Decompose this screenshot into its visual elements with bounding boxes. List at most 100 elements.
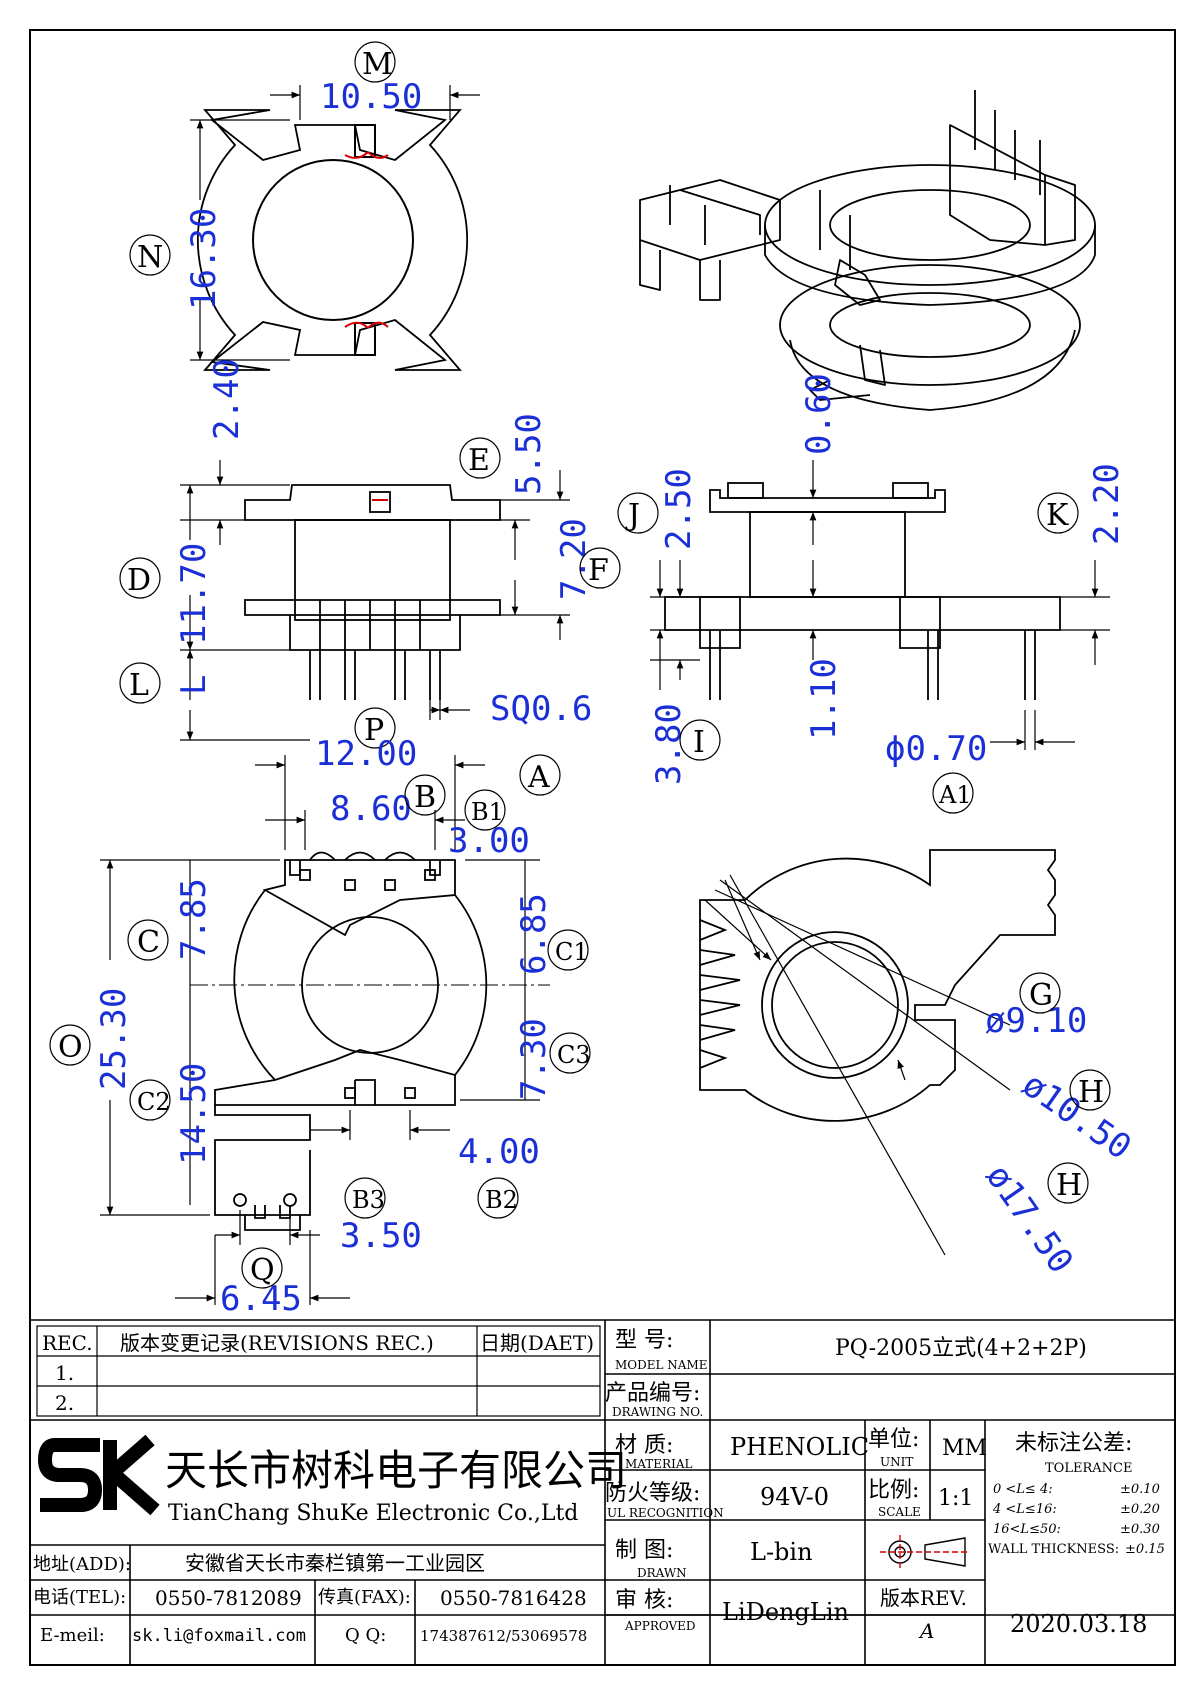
label-p-bubble — [354, 707, 396, 749]
ul-label-en: UL RECOGNITION — [607, 1506, 724, 1520]
label-b-bubble — [404, 774, 446, 816]
rev-row-1: 1. — [55, 1361, 74, 1385]
label-h-bubble — [1069, 1069, 1111, 1111]
label-o: O — [58, 1030, 83, 1065]
dim-flange-top: 5.50 — [509, 413, 549, 495]
wall-thickness-label: WALL THICKNESS: — [988, 1542, 1119, 1557]
fax-label: 传真(FAX): — [318, 1587, 411, 1608]
top-view-dimlines — [190, 85, 480, 361]
label-p: P — [364, 713, 384, 748]
unit-label-cn: 单位: — [868, 1427, 919, 1452]
round-view — [699, 849, 1056, 1122]
qq-value: 174387612/53069578 — [420, 1627, 587, 1645]
tol-value-3: ±0.30 — [1120, 1522, 1160, 1537]
label-h: H — [1078, 1075, 1104, 1110]
label-o-bubble — [49, 1024, 91, 1066]
isometric-view — [639, 90, 1096, 411]
tol-range-2: 4 <L≤16: — [992, 1502, 1057, 1517]
dim-b1: 3.00 — [448, 821, 530, 861]
label-c3: C3 — [557, 1041, 591, 1069]
label-a-bubble — [519, 754, 561, 796]
side-view-dimlines — [650, 460, 1110, 750]
dim-a-width: 12.00 — [315, 734, 417, 774]
label-l: L — [129, 668, 149, 703]
dim-q-inner: 3.50 — [340, 1216, 422, 1256]
label-a1: A1 — [938, 781, 972, 809]
label-b3: B3 — [352, 1186, 385, 1214]
label-m-bubble — [354, 41, 396, 83]
label-n: N — [137, 240, 163, 275]
label-b: B — [414, 780, 436, 815]
projection-symbol — [880, 1535, 970, 1570]
rev-header: REC. — [42, 1331, 93, 1355]
dim-c3: 7.30 — [514, 1018, 554, 1100]
label-c2: C2 — [137, 1088, 171, 1116]
sheet-border — [29, 29, 1176, 1666]
label-b1-bubble — [464, 789, 506, 831]
tol-range-1: 0 <L≤ 4: — [993, 1482, 1053, 1497]
title-block-lines — [30, 1319, 1175, 1665]
dim-b2: 4.00 — [458, 1132, 540, 1172]
ul-label-cn: 防火等级: — [605, 1481, 700, 1506]
dim-j: 2.50 — [659, 468, 699, 550]
dim-c1: 6.85 — [514, 893, 554, 975]
rev-desc-header: 版本变更记录(REVISIONS REC.) — [120, 1331, 434, 1355]
company-name-en: TianChang ShuKe Electronic Co.,Ltd — [168, 1501, 578, 1526]
label-f-bubble — [579, 547, 621, 589]
material-label-en: MATERIAL — [625, 1457, 693, 1471]
label-a1-bubble — [932, 772, 974, 814]
dim-c2: 14.50 — [174, 1063, 214, 1165]
dim-slot: 1.10 — [804, 658, 844, 740]
label-d-bubble — [119, 557, 161, 599]
dim-top-gap: 2.40 — [207, 358, 247, 440]
ul-value: 94V-0 — [760, 1483, 829, 1511]
scale-label-en: SCALE — [878, 1505, 921, 1519]
tol-value-1: ±0.10 — [1120, 1482, 1160, 1497]
drawing-no-label-en: DRAWING NO. — [612, 1405, 703, 1419]
label-j: J — [625, 498, 640, 533]
label-c1: C1 — [555, 938, 589, 966]
rev-row-2: 2. — [55, 1391, 74, 1415]
scale-value: 1:1 — [938, 1486, 973, 1511]
scale-label-cn: 比例: — [868, 1478, 919, 1503]
label-c1-bubble — [547, 929, 589, 971]
label-l-bubble — [119, 662, 161, 704]
model-label-cn: 型 号: — [615, 1328, 673, 1353]
label-b2: B2 — [485, 1186, 518, 1214]
label-k: K — [1046, 498, 1069, 533]
tol-range-3: 16<L≤50: — [993, 1522, 1061, 1537]
tel-value: 0550-7812089 — [155, 1586, 302, 1610]
label-c-bubble — [127, 919, 169, 961]
side-view — [664, 482, 1061, 700]
dim-l-small: L — [174, 675, 214, 695]
label-b2-bubble — [477, 1177, 519, 1219]
label-h2-bubble — [1047, 1162, 1089, 1204]
label-c2-bubble — [129, 1079, 171, 1121]
date-value: 2020.03.18 — [1010, 1610, 1147, 1638]
tel-label: 电话(TEL): — [33, 1587, 126, 1608]
label-m: M — [362, 47, 393, 82]
dim-pin-sq: SQ0.6 — [490, 689, 592, 729]
label-q-bubble — [241, 1247, 283, 1289]
label-d: D — [127, 563, 151, 598]
label-j-bubble — [617, 492, 659, 534]
label-a: A — [527, 760, 550, 795]
label-f: F — [588, 553, 609, 588]
dim-n-height: 16.30 — [184, 208, 224, 310]
dim-k: 2.20 — [1087, 463, 1127, 545]
label-n-bubble — [129, 234, 171, 276]
approved-label-en: APPROVED — [624, 1619, 696, 1633]
wall-thickness-value: ±0.15 — [1125, 1542, 1165, 1557]
drawn-label-cn: 制 图: — [615, 1538, 673, 1563]
address-value: 安徽省天长市秦栏镇第一工业园区 — [185, 1551, 485, 1575]
dim-b-width: 8.60 — [330, 789, 412, 829]
front-view — [244, 484, 501, 700]
email-label: E-meil: — [40, 1625, 105, 1646]
company-logo — [37, 1434, 160, 1516]
model-label-en: MODEL NAME — [615, 1358, 708, 1372]
company-name-cn: 天长市树科电子有限公司 — [165, 1446, 627, 1495]
approved-label-cn: 审 核: — [615, 1588, 673, 1613]
unit-value: MM — [942, 1436, 987, 1461]
dim-m-width: 10.50 — [320, 77, 422, 117]
